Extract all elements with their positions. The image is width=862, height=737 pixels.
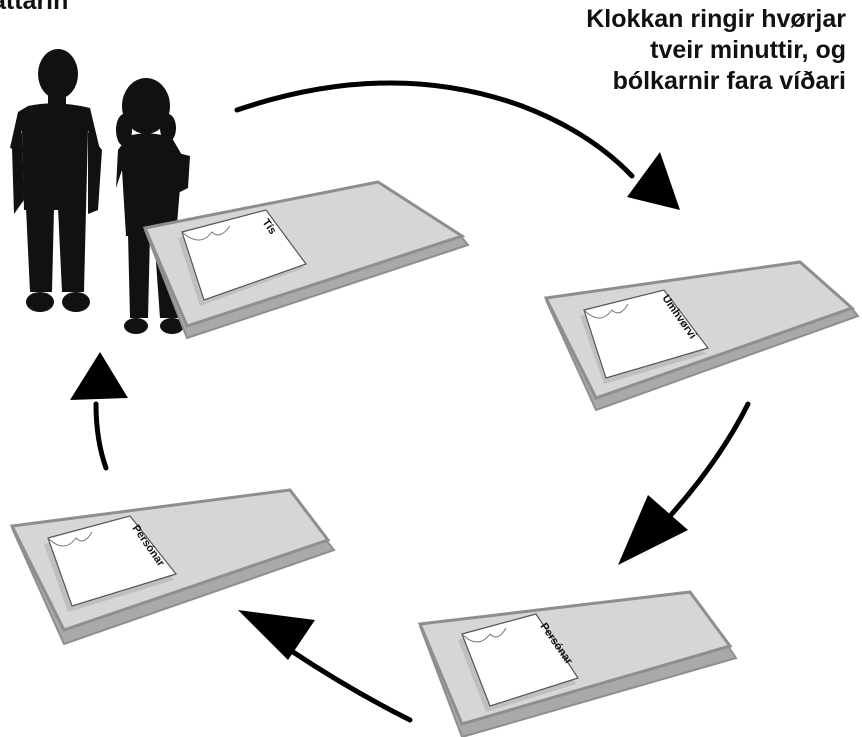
arrow-1 <box>237 83 632 176</box>
table-station-3: Persónar <box>420 592 736 737</box>
arrowhead-4 <box>70 352 128 400</box>
arrow-2 <box>670 404 748 516</box>
arrow-3 <box>290 650 410 720</box>
table-station-1: Tís <box>145 182 468 338</box>
boy-silhouette <box>10 49 102 312</box>
arrowhead-1 <box>627 152 680 210</box>
children-silhouette <box>10 49 190 334</box>
arrowhead-3 <box>238 610 315 660</box>
table-station-2: Umhvørvi <box>546 262 858 410</box>
arrow-4 <box>96 404 106 468</box>
